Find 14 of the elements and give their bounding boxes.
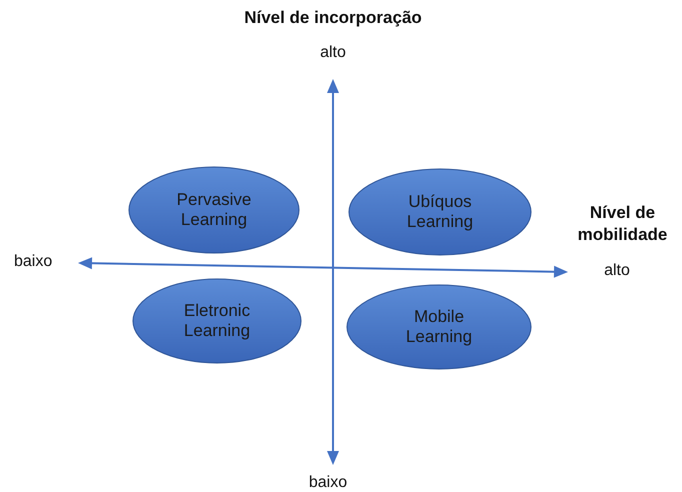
axis-title: Nível de mobilidade [576, 202, 668, 246]
learning-ellipse [132, 278, 302, 364]
node-label: Mobile Learning [404, 307, 474, 347]
axis-end-label: baixo [308, 474, 348, 492]
learning-ellipse [348, 168, 532, 256]
node-label: Pervasive Learning [176, 190, 252, 230]
axis-end-label: alto [320, 44, 346, 62]
axis-end-label: alto [604, 262, 630, 280]
learning-ellipse [346, 284, 532, 370]
node-label: Ubíquos Learning [406, 192, 474, 232]
axis-end-label: baixo [14, 253, 52, 271]
learning-ellipse [128, 166, 300, 254]
node-label: Eletronic Learning [182, 301, 252, 341]
axis-title: Nível de incorporação [244, 8, 422, 28]
